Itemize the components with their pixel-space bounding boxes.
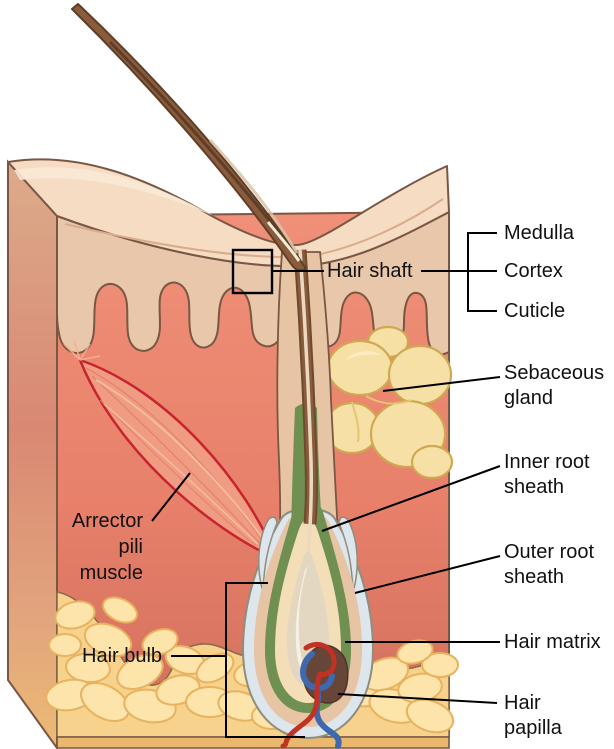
label-text: Hair matrix xyxy=(504,631,601,653)
sebaceous-gland xyxy=(323,325,454,480)
bracket-hair-bulb xyxy=(225,582,305,738)
skin-surface-contour-right xyxy=(315,198,444,256)
label-text-line: sheath xyxy=(504,566,565,588)
label-hair-papilla: Hair papilla xyxy=(504,691,562,741)
fat-lobule xyxy=(405,698,455,734)
skin-top-surface xyxy=(7,158,450,268)
sebaceous-lobe xyxy=(326,339,394,397)
fat-lobule xyxy=(80,682,130,722)
label-text-line: Outer root xyxy=(504,541,595,563)
leader-sebaceous-gland xyxy=(382,376,501,392)
leader-inner-root-sheath xyxy=(321,465,501,532)
sebaceous-lobe xyxy=(387,344,453,406)
label-hair-bulb: Hair bulb xyxy=(82,644,162,669)
fat-lobule xyxy=(48,633,82,657)
label-text-line: muscle xyxy=(79,562,143,584)
hair-shaft-core xyxy=(108,40,296,253)
hair-shaft-sheen xyxy=(208,138,299,254)
artery-red xyxy=(280,642,337,749)
fat-lobule xyxy=(421,652,459,678)
annotation-lines xyxy=(151,232,501,738)
epidermis xyxy=(56,210,450,356)
label-hair-shaft: Hair shaft xyxy=(327,259,413,284)
label-cortex: Cortex xyxy=(504,259,563,284)
muscle-fiber xyxy=(85,367,271,553)
hair-shaft xyxy=(71,3,307,272)
bracket-shaft-layers xyxy=(467,232,497,312)
label-text-line: papilla xyxy=(504,717,562,739)
label-inner-root-sheath: Inner root sheath xyxy=(504,450,590,500)
leader-hair-papilla xyxy=(337,693,498,704)
hair-root-medulla xyxy=(298,249,314,557)
label-text-line: Inner root xyxy=(504,451,590,473)
hair-matrix-highlight xyxy=(295,566,308,676)
sebaceous-lobe xyxy=(410,444,454,480)
label-medulla: Medulla xyxy=(504,221,574,246)
fat-lobule xyxy=(83,622,133,658)
muscle-fiber-highlight xyxy=(95,379,269,547)
muscle-fiber xyxy=(91,375,265,549)
muscle-fiber-highlight xyxy=(103,403,259,545)
label-outer-root-sheath: Outer root sheath xyxy=(504,540,594,590)
label-text-line: gland xyxy=(504,387,553,409)
muscle-fiber xyxy=(99,399,257,547)
label-text: Hair bulb xyxy=(82,645,163,667)
label-text-line: pili xyxy=(118,536,143,558)
label-text-line: sheath xyxy=(504,476,565,498)
label-text: Cuticle xyxy=(504,300,566,322)
label-text-line: Sebaceous xyxy=(504,362,605,384)
fat-lobule xyxy=(141,628,179,656)
skin-bottom-edge xyxy=(56,736,450,749)
blood-vessels xyxy=(280,642,342,749)
muscle-top-fan xyxy=(63,339,101,361)
sebaceous-highlight xyxy=(345,351,382,360)
skin-left-face xyxy=(7,159,58,749)
hair-shaft-gleam xyxy=(266,221,301,262)
sebaceous-shading xyxy=(351,395,413,443)
fat-lobule xyxy=(54,600,96,630)
fat-lobule xyxy=(102,596,138,624)
label-arrector-pili-muscle: Arrector pili muscle xyxy=(30,508,143,586)
label-text: Medulla xyxy=(504,222,575,244)
label-text-line: Arrector xyxy=(71,510,143,532)
outer-root-sheath-flare-left xyxy=(257,516,278,593)
outer-root-sheath-flare-right xyxy=(338,516,359,593)
label-sebaceous-gland: Sebaceous gland xyxy=(504,361,604,411)
label-cuticle: Cuticle xyxy=(504,299,565,324)
hair-follicle xyxy=(241,249,375,749)
leader-outer-root-sheath xyxy=(354,555,501,594)
fat-lobule xyxy=(195,652,235,684)
leader-arrector-pili xyxy=(151,472,191,522)
hair-shaft-blade xyxy=(71,3,307,272)
skin-surface-highlight xyxy=(14,167,214,216)
fat-lobule xyxy=(116,654,164,690)
label-hair-matrix: Hair matrix xyxy=(504,630,601,655)
label-text: Cortex xyxy=(504,260,563,282)
label-text: Hair shaft xyxy=(327,260,413,282)
label-text-line: Hair xyxy=(504,692,541,714)
skin-surface-contour-left xyxy=(64,223,294,259)
